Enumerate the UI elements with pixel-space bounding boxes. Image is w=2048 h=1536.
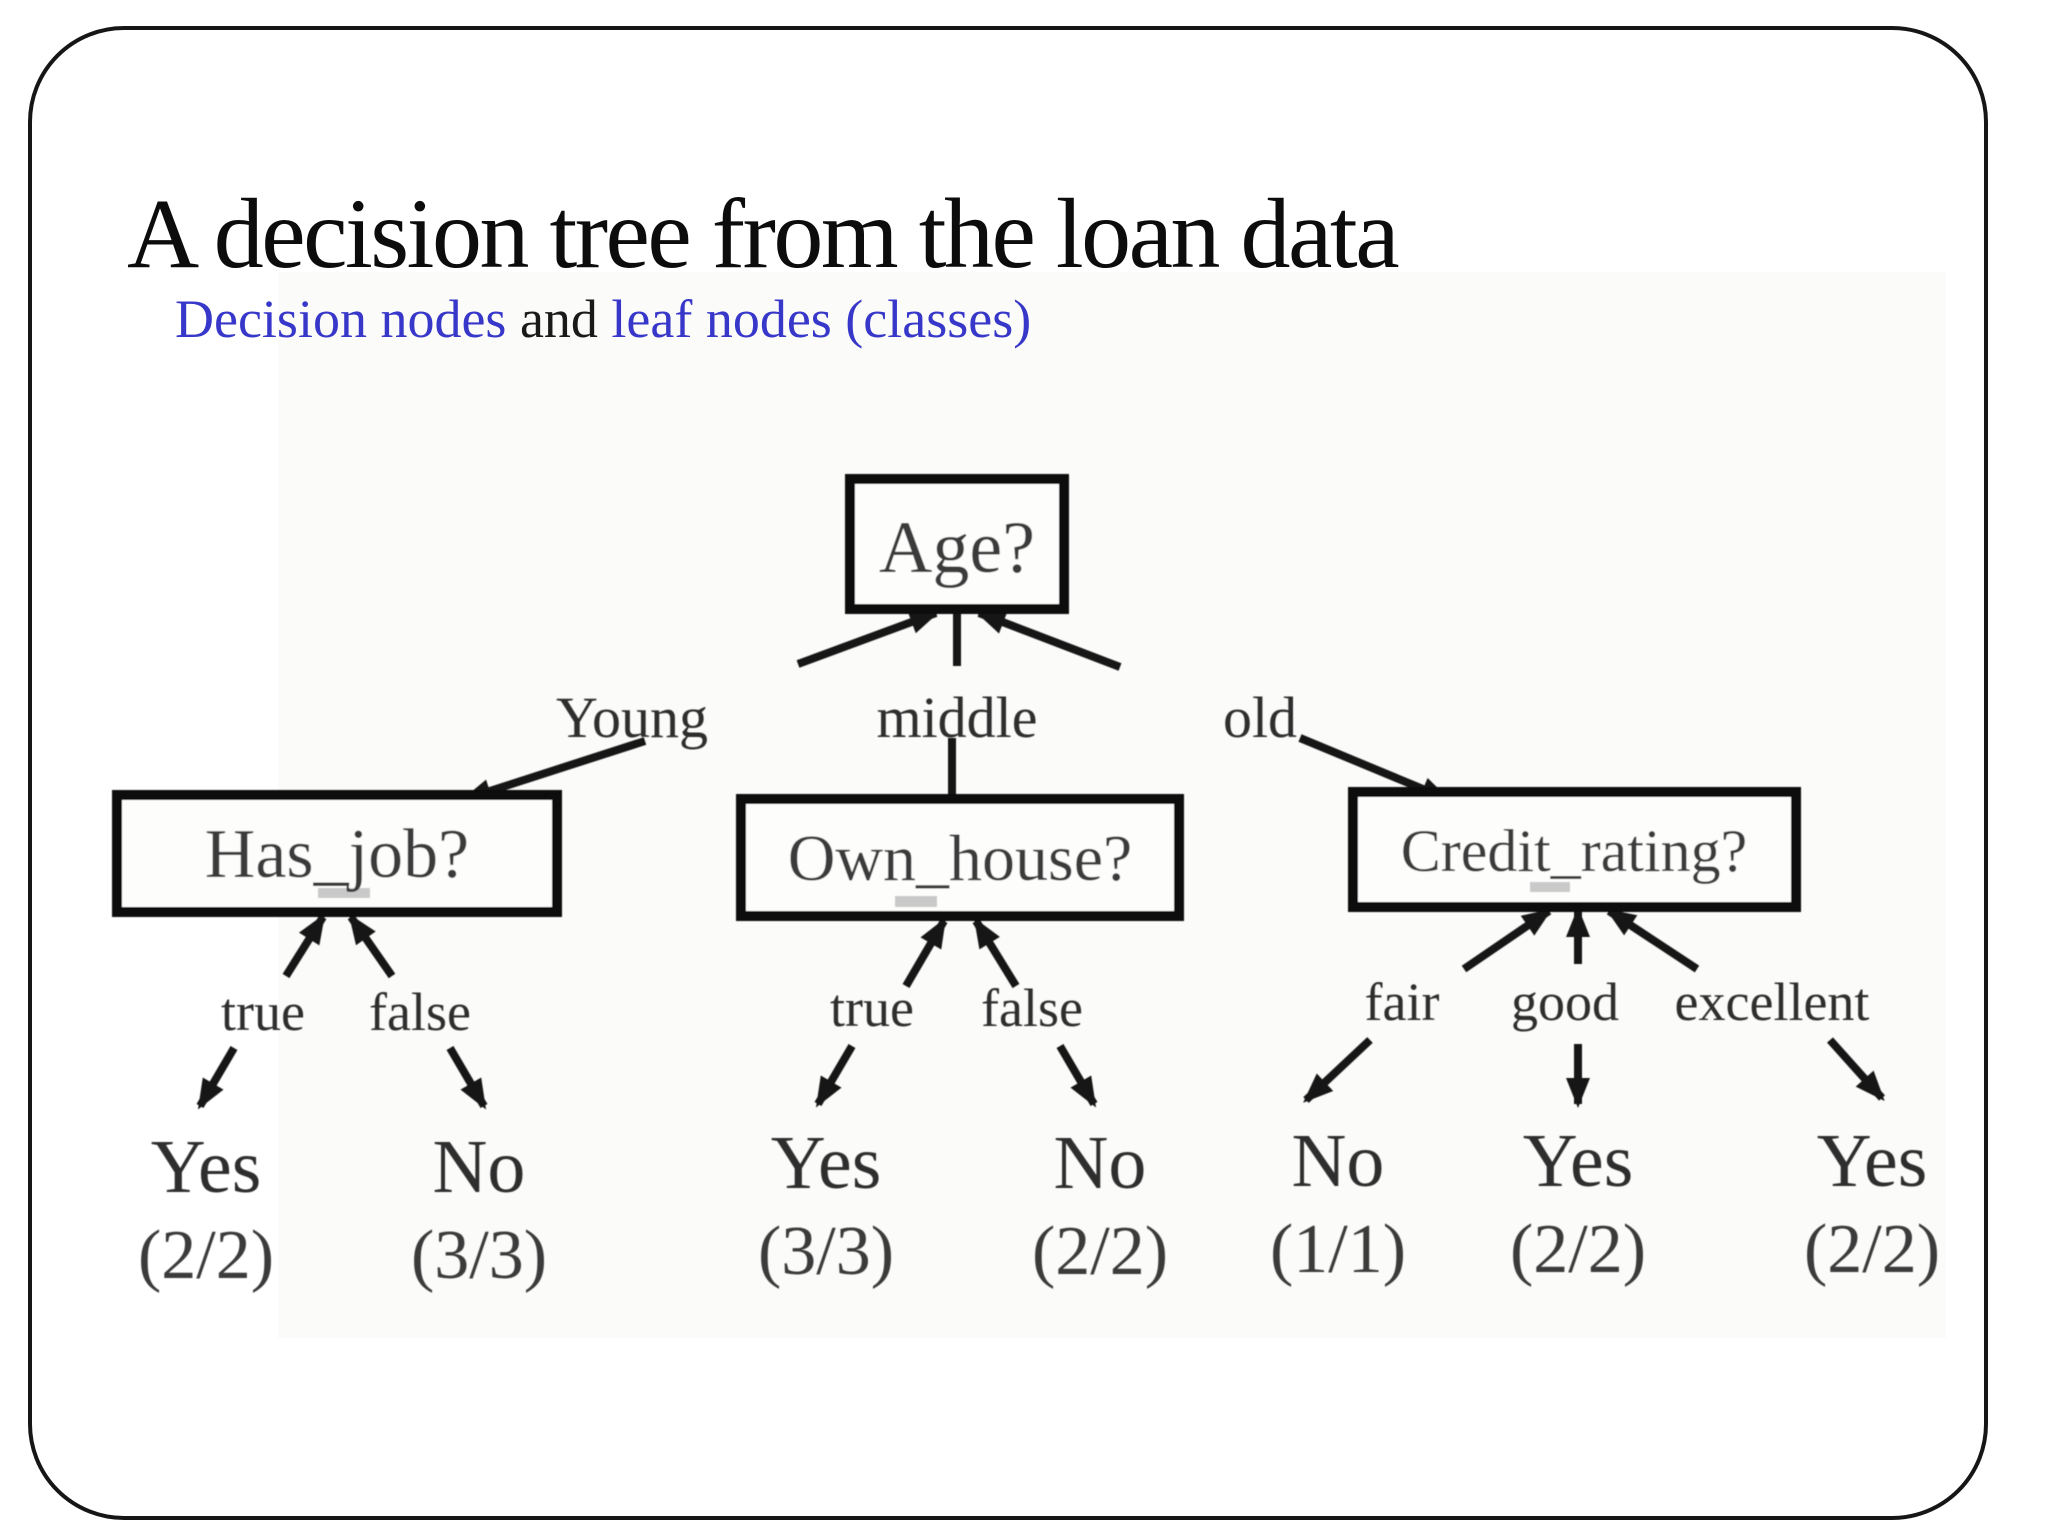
branch-label-credit-fair: fair: [1365, 972, 1440, 1032]
subtitle-and: and: [506, 289, 612, 349]
leaf-label-hasjob-true: Yes: [151, 1125, 262, 1209]
subtitle-leaf-nodes: leaf nodes (classes): [611, 289, 1032, 349]
subtitle-decision-nodes: Decision nodes: [175, 289, 507, 349]
edge-hasjob-false-leaf: [446, 1045, 488, 1110]
edge-hasjob-true-leaf: [196, 1045, 238, 1110]
leaf-count-ownhouse-false: (2/2): [1032, 1213, 1168, 1290]
leaf-count-ownhouse-true: (3/3): [758, 1213, 894, 1290]
branch-label-credit-excellent: excellent: [1675, 972, 1870, 1032]
edge-hasjob-caret-left: [282, 913, 327, 979]
edge-credit-fair-leaf: [1303, 1037, 1373, 1103]
edge-credit-trident-left: [1461, 907, 1553, 973]
leaf-count-hasjob-false: (3/3): [411, 1217, 547, 1294]
branch-label-hasjob-false: false: [369, 982, 471, 1042]
leaf-label-credit-excellent: Yes: [1817, 1119, 1928, 1203]
edge-young-hasjob: [461, 737, 647, 803]
slide-subtitle: Decision nodes and leaf nodes (classes): [175, 288, 1031, 350]
branch-label-credit-good: good: [1511, 972, 1619, 1032]
age-node-label: Age?: [879, 507, 1035, 589]
edge-ownhouse-caret-left: [902, 917, 948, 989]
leaf-count-credit-good: (2/2): [1510, 1211, 1646, 1288]
leaf-label-ownhouse-true: Yes: [771, 1121, 882, 1205]
hasjob-underscore-artifact: [318, 888, 370, 898]
leaf-label-ownhouse-false: No: [1054, 1121, 1147, 1205]
ownhouse-node-box: [736, 794, 1184, 921]
edge-age-old-stub: [975, 609, 1122, 671]
branch-label-ownhouse-false: false: [981, 978, 1083, 1038]
creditrating-node-box: [1348, 787, 1801, 912]
leaf-count-credit-excellent: (2/2): [1804, 1211, 1940, 1288]
branch-label-old: old: [1223, 685, 1297, 750]
leaf-count-hasjob-true: (2/2): [138, 1217, 274, 1294]
creditrating-node-label: Credit_rating?: [1401, 818, 1748, 884]
edge-hasjob-caret-right: [347, 913, 396, 979]
hasjob-node-label: Has_job?: [205, 816, 469, 893]
edge-credit-excellent-leaf: [1827, 1037, 1885, 1101]
branch-label-hasjob-true: true: [221, 982, 305, 1042]
ownhouse-underscore-artifact: [895, 896, 937, 907]
edge-age-young-stub: [796, 609, 940, 668]
edge-ownhouse-false-leaf: [1056, 1043, 1098, 1108]
branch-label-ownhouse-true: true: [830, 978, 914, 1038]
ownhouse-node-label: Own_house?: [788, 822, 1133, 895]
branch-label-young: Young: [556, 685, 708, 750]
branch-label-middle: middle: [876, 685, 1037, 750]
age-node-box: [845, 474, 1069, 614]
edge-credit-trident-right: [1605, 907, 1700, 973]
leaf-label-credit-good: Yes: [1523, 1119, 1634, 1203]
leaf-label-hasjob-false: No: [433, 1125, 526, 1209]
edge-ownhouse-caret-right: [972, 917, 1020, 989]
slide-title: A decision tree from the loan data: [127, 178, 1400, 289]
leaf-count-credit-fair: (1/1): [1270, 1211, 1406, 1288]
creditrating-underscore-artifact: [1530, 882, 1570, 892]
leaf-label-credit-fair: No: [1292, 1119, 1385, 1203]
edge-ownhouse-true-leaf: [814, 1043, 856, 1108]
